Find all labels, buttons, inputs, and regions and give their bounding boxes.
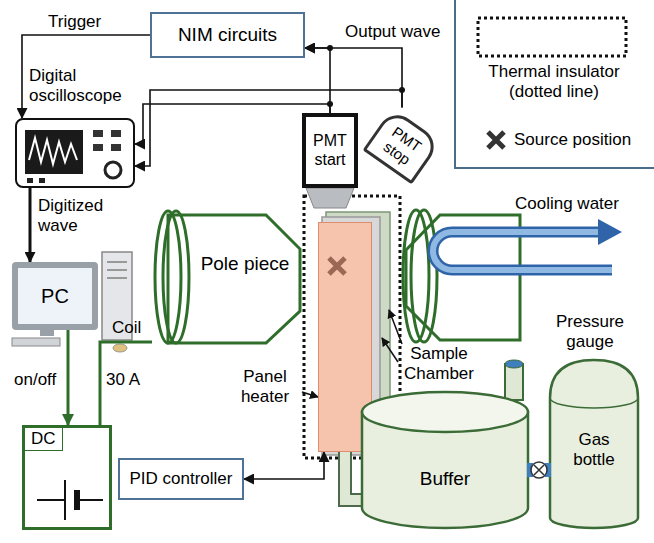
node-label: PMT stop xyxy=(370,116,434,175)
pressure-gauge xyxy=(505,364,523,400)
connector-line xyxy=(100,342,152,425)
connector xyxy=(305,48,402,107)
chamber-leader xyxy=(382,338,398,362)
connector-line xyxy=(67,330,70,425)
pid-controller: PID controller xyxy=(118,458,244,500)
scope-port xyxy=(39,178,45,183)
gas-bottle: Gas bottle xyxy=(548,358,640,530)
coil xyxy=(163,211,189,343)
edge-label: Trigger xyxy=(48,12,101,32)
pc-monitor: PC xyxy=(12,262,98,330)
node-label: PID controller xyxy=(130,469,233,489)
node-label: PC xyxy=(41,285,69,308)
node-label: Digital oscilloscope xyxy=(29,66,154,105)
cooling-pipe xyxy=(433,232,612,270)
source-mark xyxy=(329,258,345,274)
edge-label: 30 A xyxy=(106,370,140,390)
gas-pipe-inner xyxy=(345,452,362,500)
connector xyxy=(135,104,330,144)
node-label: NIM circuits xyxy=(178,24,277,46)
dc-supply: DC xyxy=(22,425,112,530)
node-label: DC xyxy=(25,428,63,451)
cooling-pipe-inner xyxy=(433,232,612,270)
pressure-gauge-top xyxy=(505,360,523,368)
battery-plate xyxy=(74,490,80,510)
pmt-stop: PMT stop xyxy=(363,107,442,184)
tank-top xyxy=(362,392,528,432)
gas-pipe xyxy=(345,452,362,500)
pole-piece-drawing xyxy=(150,205,308,353)
node-label: Panel heater xyxy=(227,367,303,406)
pmt-start: PMT start xyxy=(302,113,358,188)
connector-line xyxy=(29,188,32,262)
buffer-tank-drawing xyxy=(360,390,530,530)
pc-keyboard xyxy=(12,338,60,346)
oscilloscope: Digital oscilloscope xyxy=(15,118,135,188)
oscilloscope-drawing xyxy=(17,120,137,190)
valve-cross xyxy=(534,465,544,475)
part-label: Coil xyxy=(112,318,141,338)
connector-line xyxy=(244,452,324,479)
connector-line xyxy=(305,48,402,107)
connector xyxy=(345,452,362,500)
node-label: Buffer xyxy=(360,468,530,490)
connector-line xyxy=(528,468,550,472)
scope-knob xyxy=(105,162,121,178)
scope-port xyxy=(27,178,33,183)
connector xyxy=(135,90,402,166)
scope-trace xyxy=(29,138,77,164)
scope-button xyxy=(93,130,103,137)
bottle-body xyxy=(550,360,638,528)
node-label: Gas bottle xyxy=(558,430,630,469)
junction-dot xyxy=(327,45,333,51)
circuit-box: NIM circuits xyxy=(150,12,305,58)
pmt-cone xyxy=(306,188,354,208)
connector xyxy=(30,188,31,262)
connector xyxy=(68,330,69,425)
legend-dotted-sample xyxy=(478,18,626,56)
part-label: Cooling water xyxy=(515,194,619,214)
legend-text: Thermal insulator (dotted line) xyxy=(478,62,630,101)
cooling-arrowhead xyxy=(598,219,622,245)
connector xyxy=(100,342,152,425)
part-label: Sample Chamber xyxy=(400,344,478,383)
junction-dot xyxy=(327,101,333,107)
scope-button xyxy=(93,144,103,151)
pc-stand xyxy=(40,330,54,336)
legend-frame xyxy=(455,0,654,168)
scope-button xyxy=(111,144,121,151)
edge-label: on/off xyxy=(14,370,56,390)
battery-symbol xyxy=(37,480,103,520)
pole-piece: Pole piece xyxy=(150,205,308,353)
right-coil xyxy=(411,210,437,342)
heater-leader xyxy=(302,392,318,397)
scope-button xyxy=(111,130,121,137)
buffer-tank: Buffer xyxy=(360,390,530,530)
bottle-shoulder xyxy=(550,398,638,408)
node-label: Pole piece xyxy=(190,253,300,275)
scope-screen xyxy=(25,130,83,174)
legend-source-mark xyxy=(488,132,504,148)
legend-text: Source position xyxy=(514,130,631,150)
valve xyxy=(531,462,547,478)
edge-label: Output wave xyxy=(345,22,440,42)
edge-label: Digitized wave xyxy=(38,196,120,235)
part-label: Pressure gauge xyxy=(538,312,642,351)
junction-dot xyxy=(399,87,405,93)
connector xyxy=(244,452,324,479)
connector xyxy=(528,470,550,471)
connector-line xyxy=(135,104,330,144)
connector-line xyxy=(135,90,402,166)
pc-mouse xyxy=(113,344,127,352)
chamber-leader xyxy=(389,310,402,344)
pc-tower-detail xyxy=(107,262,127,278)
node-label: PMT start xyxy=(306,132,354,169)
